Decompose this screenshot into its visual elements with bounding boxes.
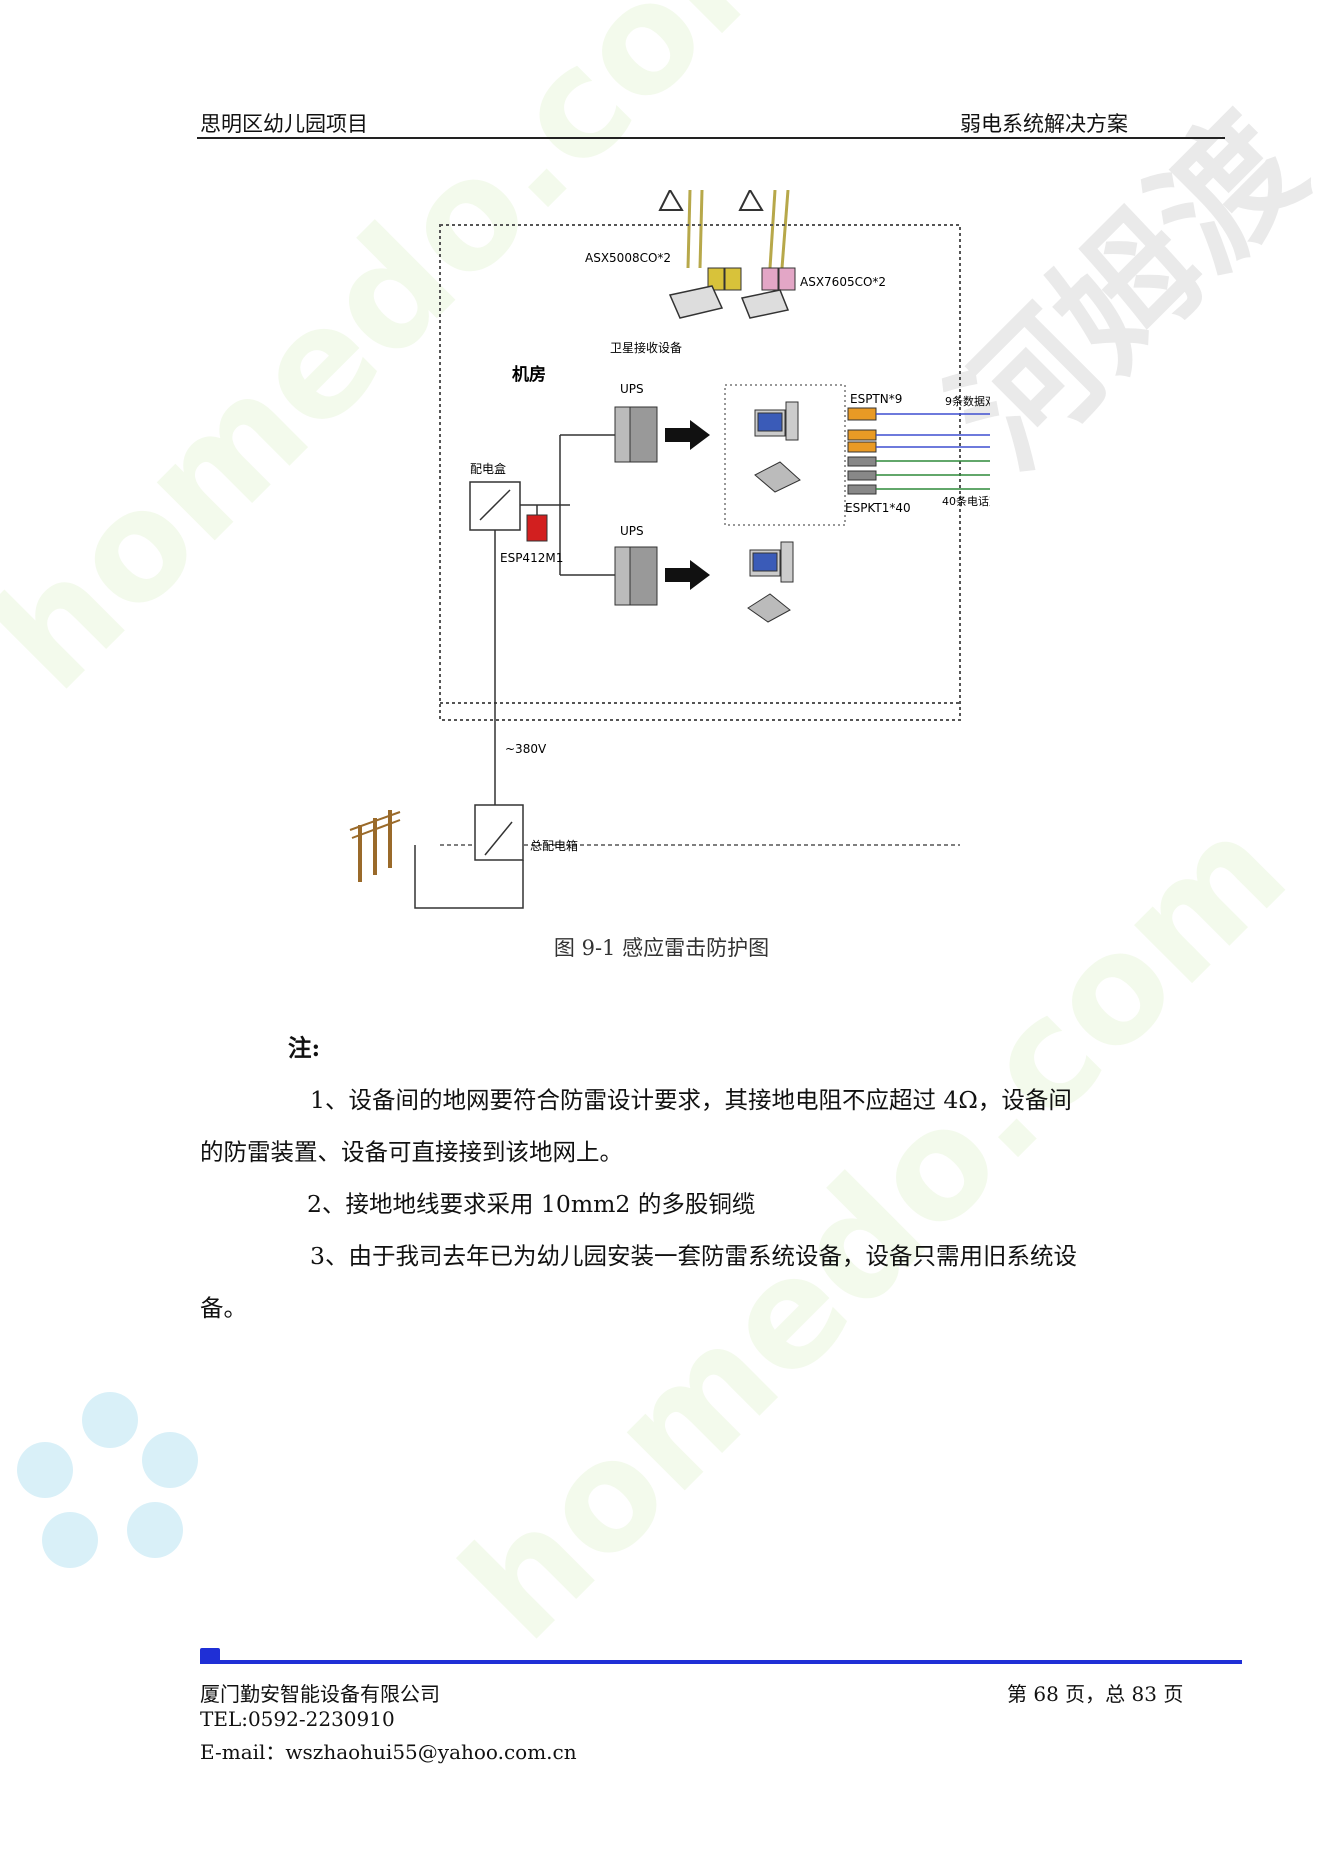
label-volt: ~380V <box>505 742 547 756</box>
printer-icon <box>747 593 791 623</box>
label-ups2: UPS <box>620 524 644 538</box>
label-room: 机房 <box>512 364 546 385</box>
footer-page-number: 第 68 页，总 83 页 <box>1007 1682 1184 1706</box>
antenna-icon <box>658 187 764 211</box>
label-esptn: ESPTN*9 <box>850 392 902 406</box>
header-rule <box>197 137 1225 139</box>
note-2: 2、接地地线要求采用 10mm2 的多股铜缆 <box>307 1190 756 1218</box>
label-tel: 40条电话双绞线 <box>942 494 990 508</box>
lightning-protection-diagram: ASX5008CO*2 ASX7605CO*2 卫星接收设备 机房 UPS UP… <box>330 187 1022 924</box>
footer-company: 厦门勤安智能设备有限公司 <box>200 1682 440 1706</box>
signal-protector-icon <box>847 407 877 453</box>
label-asx1: ASX5008CO*2 <box>585 251 671 265</box>
label-esp412: ESP412M1 <box>500 551 563 565</box>
computer-icon <box>754 401 799 441</box>
signal-protector-icon <box>847 456 877 495</box>
note-3-line-2: 备。 <box>200 1294 247 1322</box>
label-asx2: ASX7605CO*2 <box>800 275 886 289</box>
label-mainpanel: 总配电箱 <box>530 838 578 853</box>
footer-marker-icon <box>200 1648 220 1663</box>
note-1-line-2: 的防雷装置、设备可直接接到该地网上。 <box>200 1138 623 1166</box>
note-1-line-1: 1、设备间的地网要符合防雷设计要求，其接地电阻不应超过 4Ω，设备间 <box>310 1086 1072 1114</box>
arrow-icon <box>665 420 710 450</box>
notes-title: 注: <box>288 1034 321 1062</box>
footer-email[interactable]: E-mail：wszhaohui55@yahoo.com.cn <box>200 1740 577 1764</box>
surge-protector-icon <box>707 267 742 291</box>
arrow-icon <box>665 560 710 590</box>
label-espkt: ESPKT1*40 <box>845 501 911 515</box>
computer-icon <box>749 541 794 583</box>
footer-tel: TEL:0592-2230910 <box>200 1707 395 1731</box>
label-distbox: 配电盒 <box>470 461 506 476</box>
header-right: 弱电系统解决方案 <box>960 112 1128 136</box>
figure-caption: 图 9-1 感应雷击防护图 <box>553 936 770 960</box>
label-signal: 9条数据双绞线 <box>945 394 990 408</box>
ups-icon <box>614 546 658 606</box>
header-left: 思明区幼儿园项目 <box>200 112 368 136</box>
printer-icon <box>754 461 801 493</box>
surge-arrester-icon <box>526 514 548 542</box>
surge-protector-icon <box>761 267 796 291</box>
watermark-flower-icon <box>10 1380 210 1580</box>
label-satellite: 卫星接收设备 <box>610 340 682 355</box>
ups-icon <box>614 406 658 463</box>
note-3-line-1: 3、由于我司去年已为幼儿园安装一套防雷系统设备，设备只需用旧系统设 <box>310 1242 1077 1270</box>
satellite-receiver-icon <box>668 285 790 319</box>
footer-rule <box>200 1660 1242 1664</box>
label-ups1: UPS <box>620 382 644 396</box>
